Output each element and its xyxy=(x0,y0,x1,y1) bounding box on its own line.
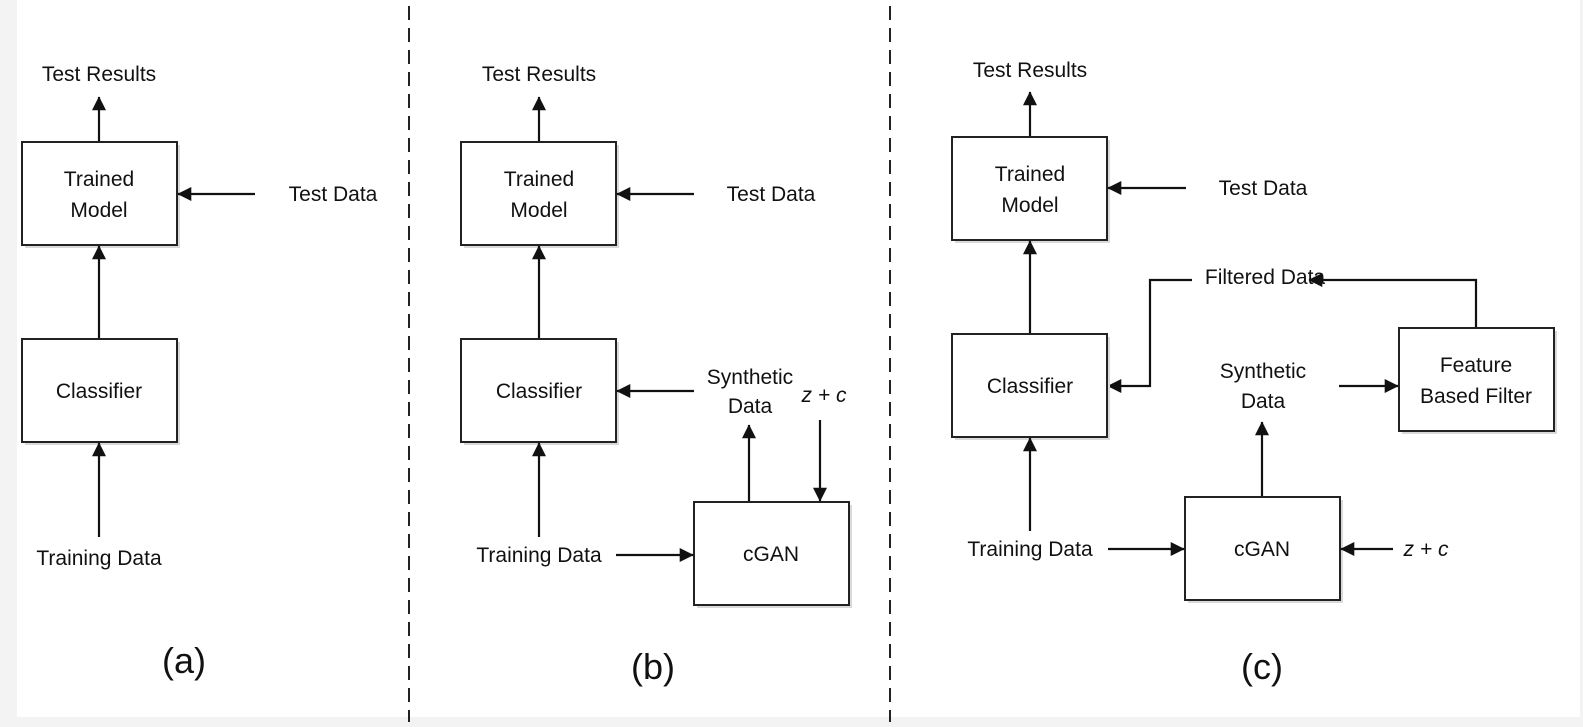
arrow-filter-to-filtered xyxy=(1308,273,1478,328)
classifier-label: Classifier xyxy=(987,375,1073,398)
panel-caption-a: (a) xyxy=(162,640,206,681)
classifier-label: Classifier xyxy=(56,380,142,403)
trained-model-label-line2: Model xyxy=(1001,194,1058,217)
classifier-box xyxy=(951,333,1108,438)
test-data-label: Test Data xyxy=(289,183,378,206)
panel-caption-c: (c) xyxy=(1241,646,1283,687)
synthetic-data-label-line2: Data xyxy=(1241,390,1286,413)
test-results-label: Test Results xyxy=(973,59,1087,82)
trained-model-label-line1: Trained xyxy=(504,168,574,191)
training-data-label: Training Data xyxy=(36,547,162,570)
trained-model-box xyxy=(951,136,1108,241)
trained-model-box xyxy=(460,141,617,246)
classifier-label: Classifier xyxy=(496,380,582,403)
panel-caption-b: (b) xyxy=(631,646,675,687)
classifier-box xyxy=(21,338,178,443)
trained-model-label-line1: Trained xyxy=(995,163,1065,186)
cgan-label: cGAN xyxy=(743,543,799,566)
cgan-box xyxy=(1184,496,1341,601)
synthetic-data-label-line1: Synthetic xyxy=(707,366,793,389)
test-results-label: Test Results xyxy=(482,63,596,86)
feature-filter-box xyxy=(1398,327,1555,432)
cgan-box xyxy=(693,501,850,606)
synthetic-data-label-line1: Synthetic xyxy=(1220,360,1306,383)
training-data-label: Training Data xyxy=(476,544,602,567)
trained-model-label-line1: Trained xyxy=(64,168,134,191)
test-results-label: Test Results xyxy=(42,63,156,86)
feature-filter-label-line2: Based Filter xyxy=(1420,385,1532,408)
panel-a: Test Results Trained Model Test Data Cla… xyxy=(21,63,378,681)
test-data-label: Test Data xyxy=(727,183,816,206)
training-data-label: Training Data xyxy=(967,538,1093,561)
noise-label: z + c xyxy=(1403,538,1449,561)
trained-model-label-line2: Model xyxy=(70,199,127,222)
feature-filter-label-line1: Feature xyxy=(1440,354,1512,377)
trained-model-box xyxy=(21,141,178,246)
filtered-data-label: Filtered Data xyxy=(1205,266,1326,289)
classifier-box xyxy=(460,338,617,443)
panel-c: Test Results Trained Model Test Data Fil… xyxy=(951,59,1557,687)
cgan-label: cGAN xyxy=(1234,538,1290,561)
test-data-label: Test Data xyxy=(1219,177,1308,200)
arrow-filtered-to-classifier xyxy=(1107,278,1192,393)
noise-label: z + c xyxy=(801,384,847,407)
panel-b: Test Results Trained Model Test Data Cla… xyxy=(460,63,852,687)
trained-model-label-line2: Model xyxy=(510,199,567,222)
synthetic-data-label-line2: Data xyxy=(728,395,773,418)
